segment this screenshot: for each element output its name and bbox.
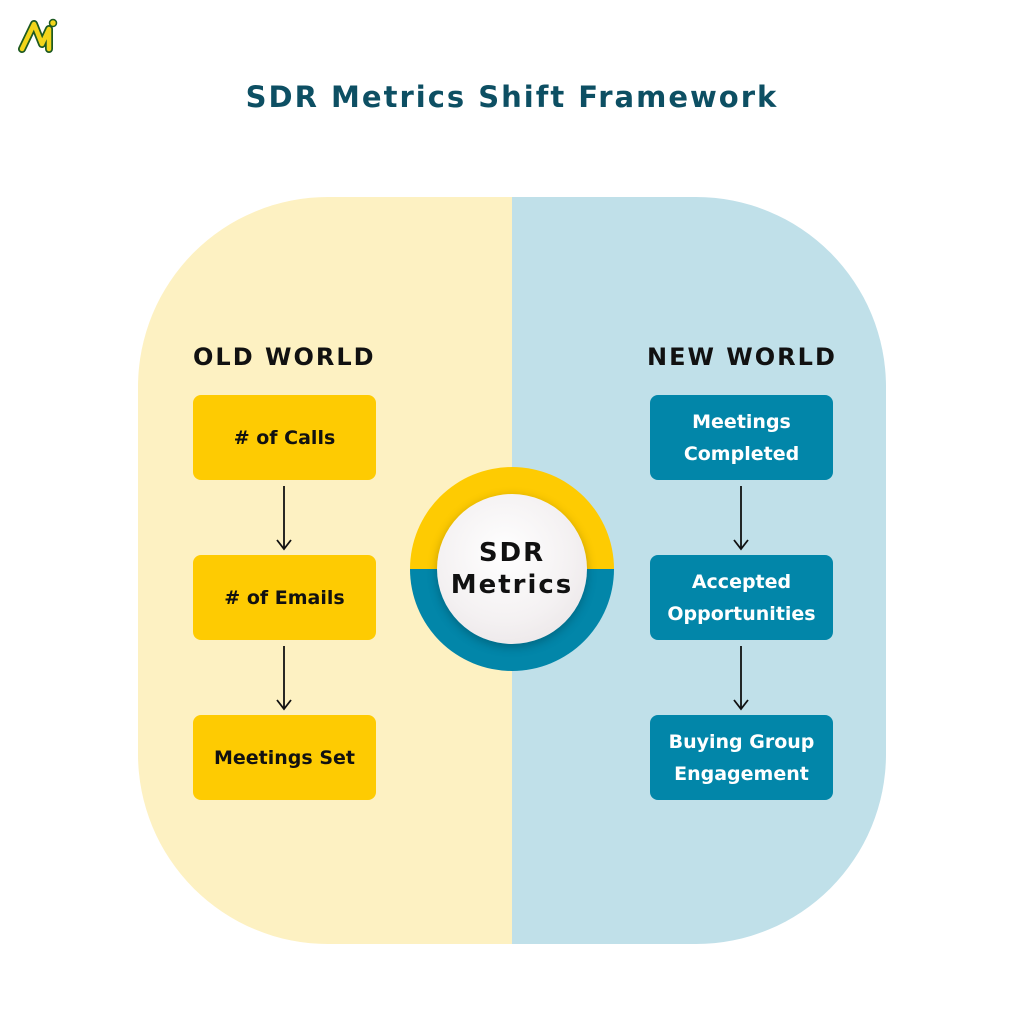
old-metric-label: Meetings Set <box>214 746 355 769</box>
new-metric-label-line1: Buying Group <box>668 730 815 753</box>
new-world-heading: NEW WORLD <box>647 343 837 371</box>
old-metric-label: # of Calls <box>233 426 336 449</box>
sdr-metrics-hub-center: SDR Metrics <box>437 494 587 644</box>
hub-label-line2: Metrics <box>450 570 574 600</box>
sdr-metrics-hub: SDR Metrics <box>410 467 614 671</box>
new-metric-accepted-opportunities: Accepted Opportunities <box>650 555 833 640</box>
old-metric-calls: # of Calls <box>193 395 376 480</box>
old-metric-meetings-set: Meetings Set <box>193 715 376 800</box>
new-metric-meetings-completed: Meetings Completed <box>650 395 833 480</box>
old-world-heading: OLD WORLD <box>193 343 376 371</box>
ai-logo-icon <box>18 18 58 53</box>
old-metric-label: # of Emails <box>224 586 345 609</box>
page-title: SDR Metrics Shift Framework <box>245 80 779 114</box>
arrow-down-icon <box>733 646 749 711</box>
arrow-down-icon <box>276 646 292 711</box>
new-metric-label-line2: Completed <box>683 442 800 465</box>
new-metric-label-line1: Accepted <box>691 570 792 593</box>
arrow-down-icon <box>733 486 749 551</box>
new-metric-buying-group-engagement: Buying Group Engagement <box>650 715 833 800</box>
new-metric-label-line2: Engagement <box>674 762 809 785</box>
new-metric-label-line2: Opportunities <box>667 602 816 625</box>
hub-label-line1: SDR <box>478 538 546 568</box>
new-metric-label-line1: Meetings <box>692 410 791 433</box>
arrow-down-icon <box>276 486 292 551</box>
old-metric-emails: # of Emails <box>193 555 376 640</box>
